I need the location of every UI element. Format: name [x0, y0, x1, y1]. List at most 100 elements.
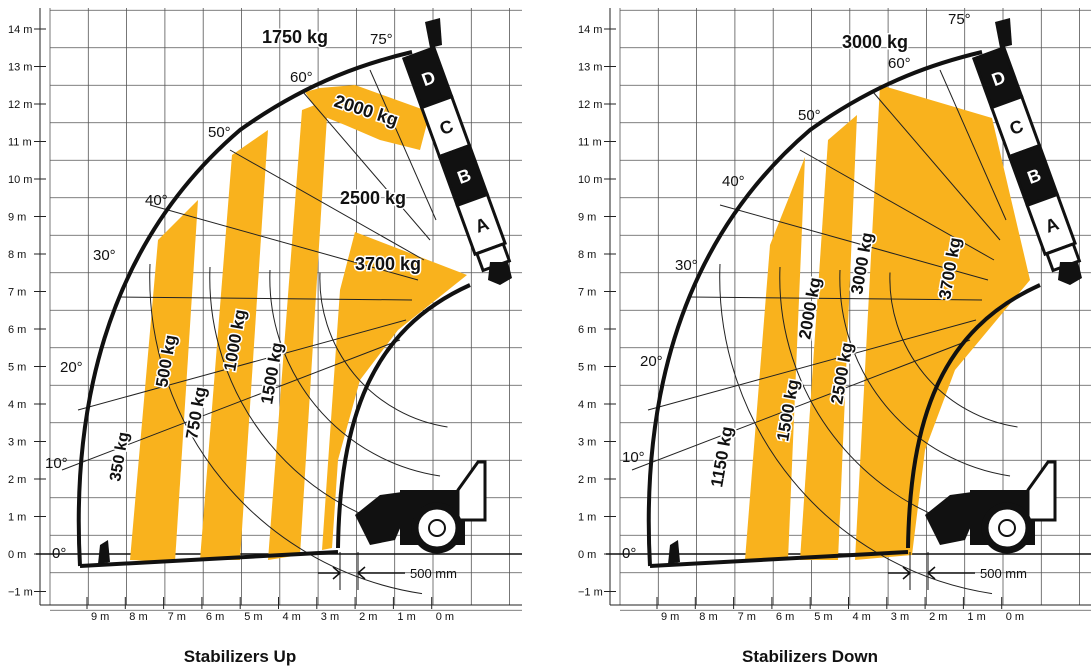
dimension-label: 500 mm	[410, 566, 457, 581]
y-tick-label: 9 m	[578, 212, 596, 224]
angle-label: 10°	[622, 449, 645, 466]
angle-label: 60°	[290, 69, 313, 86]
min-reach-envelope	[906, 283, 1041, 549]
dimension-arrow-right-icon	[318, 566, 342, 580]
telehandler-icon	[355, 460, 487, 554]
y-tick-label: 10 m	[578, 174, 602, 186]
y-tick-label: 1 m	[8, 512, 26, 524]
x-tick-label: 2 m	[929, 611, 947, 623]
angle-label: 30°	[93, 247, 116, 264]
x-tick-label: 7 m	[738, 611, 756, 623]
angle-label: 50°	[208, 124, 231, 141]
y-tick-label: 2 m	[578, 474, 596, 486]
angle-ray	[229, 149, 425, 261]
x-tick-label: 3 m	[891, 611, 909, 623]
boom-section-label: A	[1042, 213, 1061, 236]
x-tick-label: 5 m	[244, 611, 262, 623]
y-tick-label: 9 m	[8, 212, 26, 224]
load-zone	[745, 157, 805, 560]
x-tick-label: 4 m	[853, 611, 871, 623]
y-tick-label: 0 m	[8, 549, 26, 561]
boom-head-icon	[995, 18, 1012, 48]
load-label: 750 kg	[182, 385, 210, 440]
angle-label: 60°	[888, 55, 911, 72]
fork-icon	[668, 540, 680, 564]
boom-section-label: B	[1025, 165, 1044, 188]
dimension-500mm: 500 mm	[318, 552, 457, 590]
base-line	[649, 550, 909, 568]
dimension-label: 500 mm	[980, 566, 1027, 581]
angle-ray	[119, 296, 413, 301]
x-tick-label: 1 m	[967, 611, 985, 623]
min-reach-envelope	[336, 283, 471, 549]
boom-section-label: D	[419, 67, 438, 90]
boom-pivot-icon	[1058, 262, 1082, 285]
angle-label: 20°	[60, 359, 83, 376]
x-tick-label: 0 m	[1006, 611, 1024, 623]
load-zone	[200, 130, 268, 560]
angle-ray	[719, 204, 989, 281]
y-tick-label: 14 m	[8, 24, 32, 36]
x-tick-label: 9 m	[661, 611, 679, 623]
y-tick-label: 5 m	[578, 362, 596, 374]
load-label: 3000 kg	[842, 32, 908, 52]
boom-section-label: A	[472, 213, 491, 236]
load-label: 3700 kg	[355, 254, 421, 274]
x-tick-label: 6 m	[206, 611, 224, 623]
reach-arc	[149, 263, 423, 595]
y-tick-label: 5 m	[8, 362, 26, 374]
angle-label: 75°	[370, 31, 393, 48]
load-label: 1750 kg	[262, 27, 328, 47]
reach-arc	[269, 269, 441, 477]
angle-ray	[369, 69, 437, 221]
y-tick-label: −1 m	[578, 587, 603, 599]
angle-ray	[689, 296, 983, 301]
y-tick-label: 1 m	[578, 512, 596, 524]
y-tick-label: 12 m	[8, 99, 32, 111]
load-zone	[268, 100, 328, 560]
boom-section-label: C	[437, 116, 456, 139]
y-tick-label: 10 m	[8, 174, 32, 186]
machine-arm-icon	[355, 492, 410, 545]
base-line	[79, 550, 339, 568]
angle-ray	[647, 319, 977, 411]
machine-cab-icon	[456, 460, 487, 522]
x-tick-label: 0 m	[436, 611, 454, 623]
y-tick-label: 11 m	[578, 137, 602, 149]
reach-arc	[319, 272, 448, 428]
load-zones	[745, 85, 1030, 560]
reach-arc	[889, 272, 1018, 428]
load-zones	[130, 85, 467, 562]
boom-head-icon	[425, 18, 442, 48]
y-tick-label: 8 m	[8, 249, 26, 261]
angle-label: 50°	[798, 107, 821, 124]
y-tick-label: 11 m	[8, 137, 32, 149]
boom-pivot-icon	[488, 262, 512, 285]
max-reach-envelope	[646, 50, 983, 567]
dimension-arrow-left-icon	[356, 566, 405, 580]
telehandler-icon	[925, 460, 1057, 554]
x-tick-label: 8 m	[699, 611, 717, 623]
angle-label: 0°	[52, 545, 66, 562]
x-tick-label: 4 m	[283, 611, 301, 623]
angle-ray	[631, 339, 971, 471]
dimension-arrow-left-icon	[926, 566, 975, 580]
angle-label: 20°	[640, 353, 663, 370]
angle-ray	[149, 204, 419, 281]
load-zone	[855, 85, 1030, 560]
load-label: 1150 kg	[707, 425, 736, 489]
boom-section-label: D	[989, 67, 1008, 90]
angle-ray	[799, 149, 995, 261]
dimension-500mm: 500 mm	[888, 552, 1027, 590]
angle-label: 0°	[622, 545, 636, 562]
panel-caption: Stabilizers Down	[742, 647, 878, 666]
load-chart-stabilizers-up: 14 m13 m12 m11 m10 m9 m8 m7 m6 m5 m4 m3 …	[8, 8, 522, 666]
angle-ray	[302, 91, 431, 241]
y-tick-label: 3 m	[578, 437, 596, 449]
y-tick-label: 0 m	[578, 549, 596, 561]
reach-arc	[839, 269, 1011, 477]
load-chart-stabilizers-down: 14 m13 m12 m11 m10 m9 m8 m7 m6 m5 m4 m3 …	[578, 8, 1091, 666]
angle-ray	[61, 339, 401, 471]
